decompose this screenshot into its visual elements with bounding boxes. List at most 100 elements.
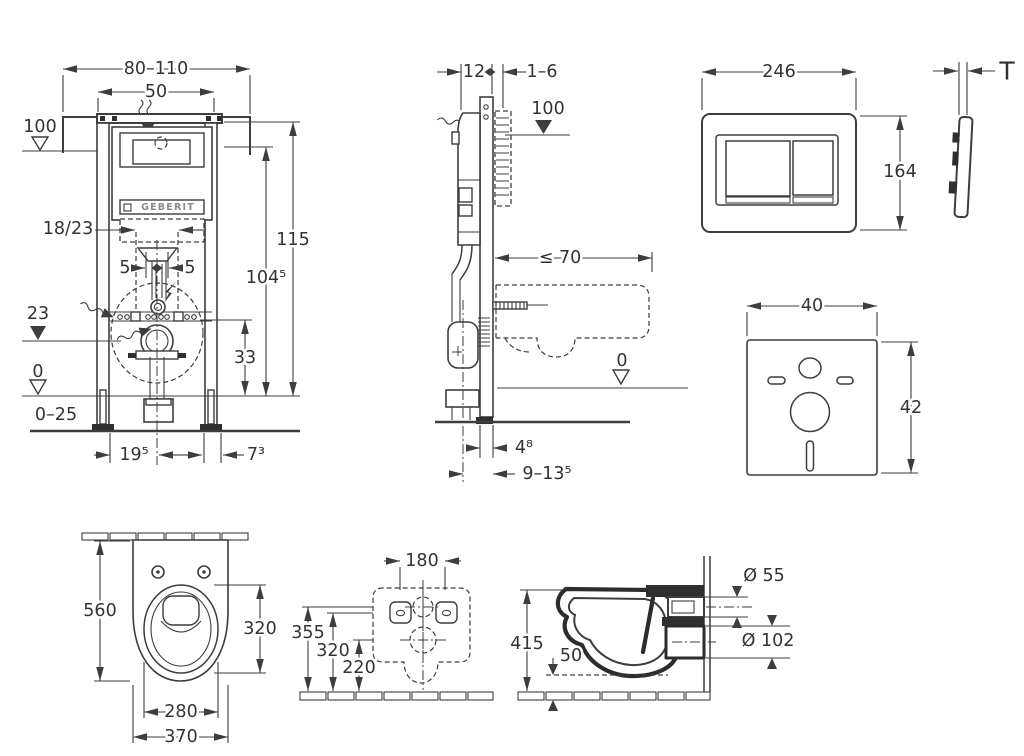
dim-clearance: 50 (546, 644, 668, 711)
dim-label: Ø 102 (742, 631, 795, 651)
dim-bowl-width: 280 (143, 662, 219, 725)
sound-mat-view: 40 42 (746, 294, 925, 476)
pan-rear-view: 180 355 320 220 (289, 549, 494, 701)
dim-plate-height: 164 (860, 115, 919, 231)
dim-stud-spacing: 18/23 (40, 217, 206, 242)
dim-total-height: 115 (224, 121, 312, 396)
dim-inlet-dia: Ø 55 (698, 564, 787, 628)
pan-side-view: Ø 55 Ø 102 415 50 (508, 556, 797, 711)
level-label: 23 (27, 304, 49, 324)
pan-rear-dashed (372, 587, 471, 684)
level-label: 100 (531, 99, 564, 119)
insert-arrow-icon (164, 282, 176, 303)
pan-side-dashed (495, 284, 650, 358)
dim-label: 115 (276, 230, 309, 250)
dim-label: 40 (801, 296, 823, 316)
dim-label: 9–13⁵ (522, 464, 571, 484)
inlet-connector (667, 596, 705, 618)
dim-label: 50 (560, 646, 582, 666)
wall-tiles (81, 532, 249, 541)
foot-right (200, 424, 222, 432)
dim-label: 5 (119, 258, 130, 278)
dim-width-range: 80–110 (62, 57, 251, 114)
dim-label: 320 (243, 619, 276, 639)
rail-left (96, 122, 110, 426)
dim-mat-width: 40 (746, 294, 878, 336)
dim-mat-height: 42 (881, 341, 925, 474)
level-label: 0 (616, 351, 627, 371)
dim-label: 5 (184, 258, 195, 278)
dim-outlet-height: 220 (340, 640, 378, 691)
dim-offsets-5: 5 5 (117, 252, 198, 281)
brand-logo: GEBERIT (141, 202, 195, 213)
dim-fixing-height: 33 (200, 319, 259, 395)
flush-button-small (792, 140, 834, 196)
dim-pan-width: 370 (132, 685, 229, 750)
dim-label: 320 (316, 641, 349, 661)
pan-top-view: 560 320 280 370 (81, 532, 279, 750)
dim-plate-width: 246 (701, 60, 857, 110)
dim-wall-gap: 1–6 (503, 60, 560, 85)
flush-plate-side-view: T (933, 54, 1018, 219)
dim-hole-spacing: 180 (384, 549, 461, 590)
dim-foot-offset: 19⁵ 7³ (94, 433, 268, 468)
dim-label: 164 (883, 162, 916, 182)
water-supply-icon (80, 302, 114, 318)
dim-bowl-length: 320 (214, 584, 279, 674)
thickness-label: T (998, 57, 1015, 86)
dim-label: 4⁸ (515, 438, 533, 458)
frame-front-view: GEBERIT (21, 57, 312, 468)
threaded-rod (492, 301, 548, 310)
dim-rail-depth: 4⁸ (466, 425, 536, 461)
dim-label: 560 (83, 601, 116, 621)
flush-plate-view: 246 164 (701, 60, 919, 233)
level-label: 100 (23, 117, 56, 137)
dim-outlet-wall: 9–13⁵ (449, 462, 574, 487)
dim-frame-depth: 12 (437, 60, 496, 85)
rail-profile (479, 96, 494, 418)
dim-label: 42 (900, 398, 922, 418)
dim-label: 246 (762, 62, 795, 82)
dim-label: 104⁵ (246, 268, 286, 288)
dim-label: 180 (405, 551, 438, 571)
foot-left (92, 424, 114, 432)
dim-inner-width: 50 (97, 80, 215, 112)
dim-label: 33 (234, 348, 256, 368)
dim-label: 355 (291, 623, 324, 643)
dim-label: 1–6 (526, 62, 557, 82)
dim-label: 370 (164, 727, 197, 747)
sound-mat (746, 339, 878, 476)
dim-label: 12 (463, 62, 485, 82)
wall-fixing-zone (494, 110, 512, 207)
floor-range-label: 0–25 (35, 405, 77, 425)
wall-line (703, 556, 711, 692)
dim-label: 7³ (247, 445, 265, 465)
plate-profile (953, 115, 974, 219)
dim-height-104: 104⁵ (224, 146, 289, 396)
level-100-side: 100 (505, 97, 570, 136)
flush-button-large (725, 140, 791, 197)
dim-label: 415 (510, 634, 543, 654)
dim-pan-height: 415 (508, 589, 563, 691)
dim-label: 19⁵ (119, 445, 148, 465)
cistern: GEBERIT (111, 126, 213, 243)
level-0: 0 (22, 360, 300, 397)
dim-label: ≤ 70 (539, 248, 582, 268)
dim-label: 50 (145, 82, 167, 102)
level-0-side: 0 (497, 349, 688, 389)
dim-label: 280 (164, 702, 197, 722)
dim-label: Ø 55 (743, 566, 785, 586)
dim-inlet-height: 355 (289, 607, 327, 691)
dim-label: 80–110 (124, 59, 188, 79)
water-supply-icon (116, 327, 152, 341)
level-23: 23 (22, 302, 121, 342)
dim-label: 18/23 (43, 219, 93, 239)
dim-pan-length: 560 (81, 540, 130, 682)
floor-tiles (299, 691, 494, 701)
frame-side-view: 12 1–6 100 (435, 60, 688, 487)
dim-label: 220 (342, 658, 375, 678)
cistern-side (451, 112, 481, 246)
dim-hole-height: 320 (314, 613, 352, 691)
